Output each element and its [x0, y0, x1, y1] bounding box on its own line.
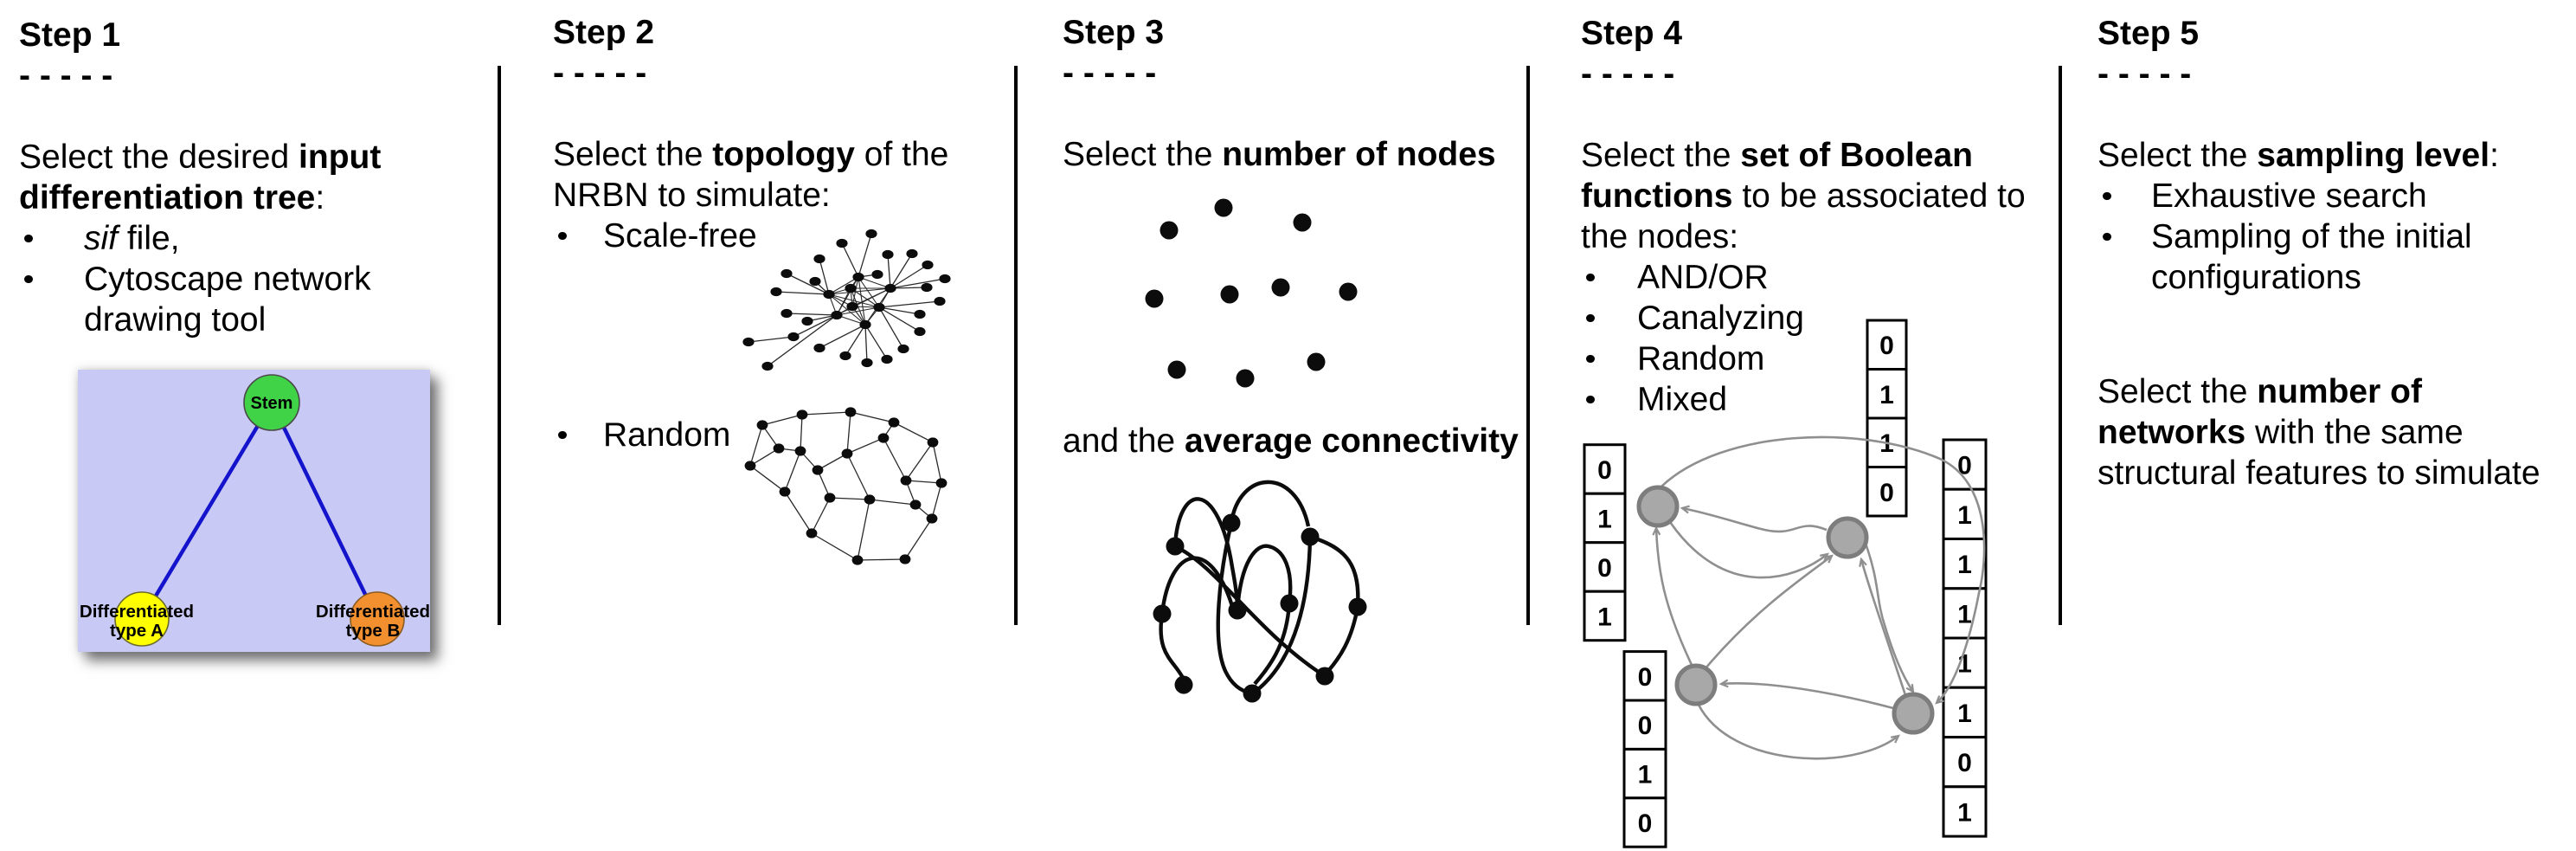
svg-text:1: 1 [1879, 381, 1894, 409]
svg-text:0: 0 [1879, 479, 1894, 507]
svg-text:1: 1 [1957, 501, 1972, 530]
svg-text:1: 1 [1957, 699, 1972, 728]
svg-text:Differentiated: Differentiated [316, 602, 430, 622]
svg-text:1: 1 [1957, 650, 1972, 679]
svg-text:type B: type B [346, 621, 401, 641]
svg-text:0: 0 [1879, 332, 1894, 360]
svg-text:1: 1 [1957, 798, 1972, 827]
svg-text:0: 0 [1638, 663, 1653, 692]
svg-text:0: 0 [1597, 456, 1612, 485]
svg-text:0: 0 [1597, 554, 1612, 583]
svg-text:Differentiated: Differentiated [80, 602, 194, 622]
svg-text:0: 0 [1957, 749, 1972, 777]
svg-text:type A: type A [110, 621, 164, 641]
svg-text:0: 0 [1638, 712, 1653, 740]
svg-text:1: 1 [1957, 551, 1972, 579]
svg-text:1: 1 [1597, 603, 1612, 632]
svg-text:1: 1 [1597, 506, 1612, 534]
svg-text:1: 1 [1957, 600, 1972, 629]
svg-text:Stem: Stem [251, 394, 293, 413]
svg-text:0: 0 [1638, 809, 1653, 838]
svg-text:1: 1 [1638, 761, 1653, 790]
svg-text:0: 0 [1957, 452, 1972, 480]
